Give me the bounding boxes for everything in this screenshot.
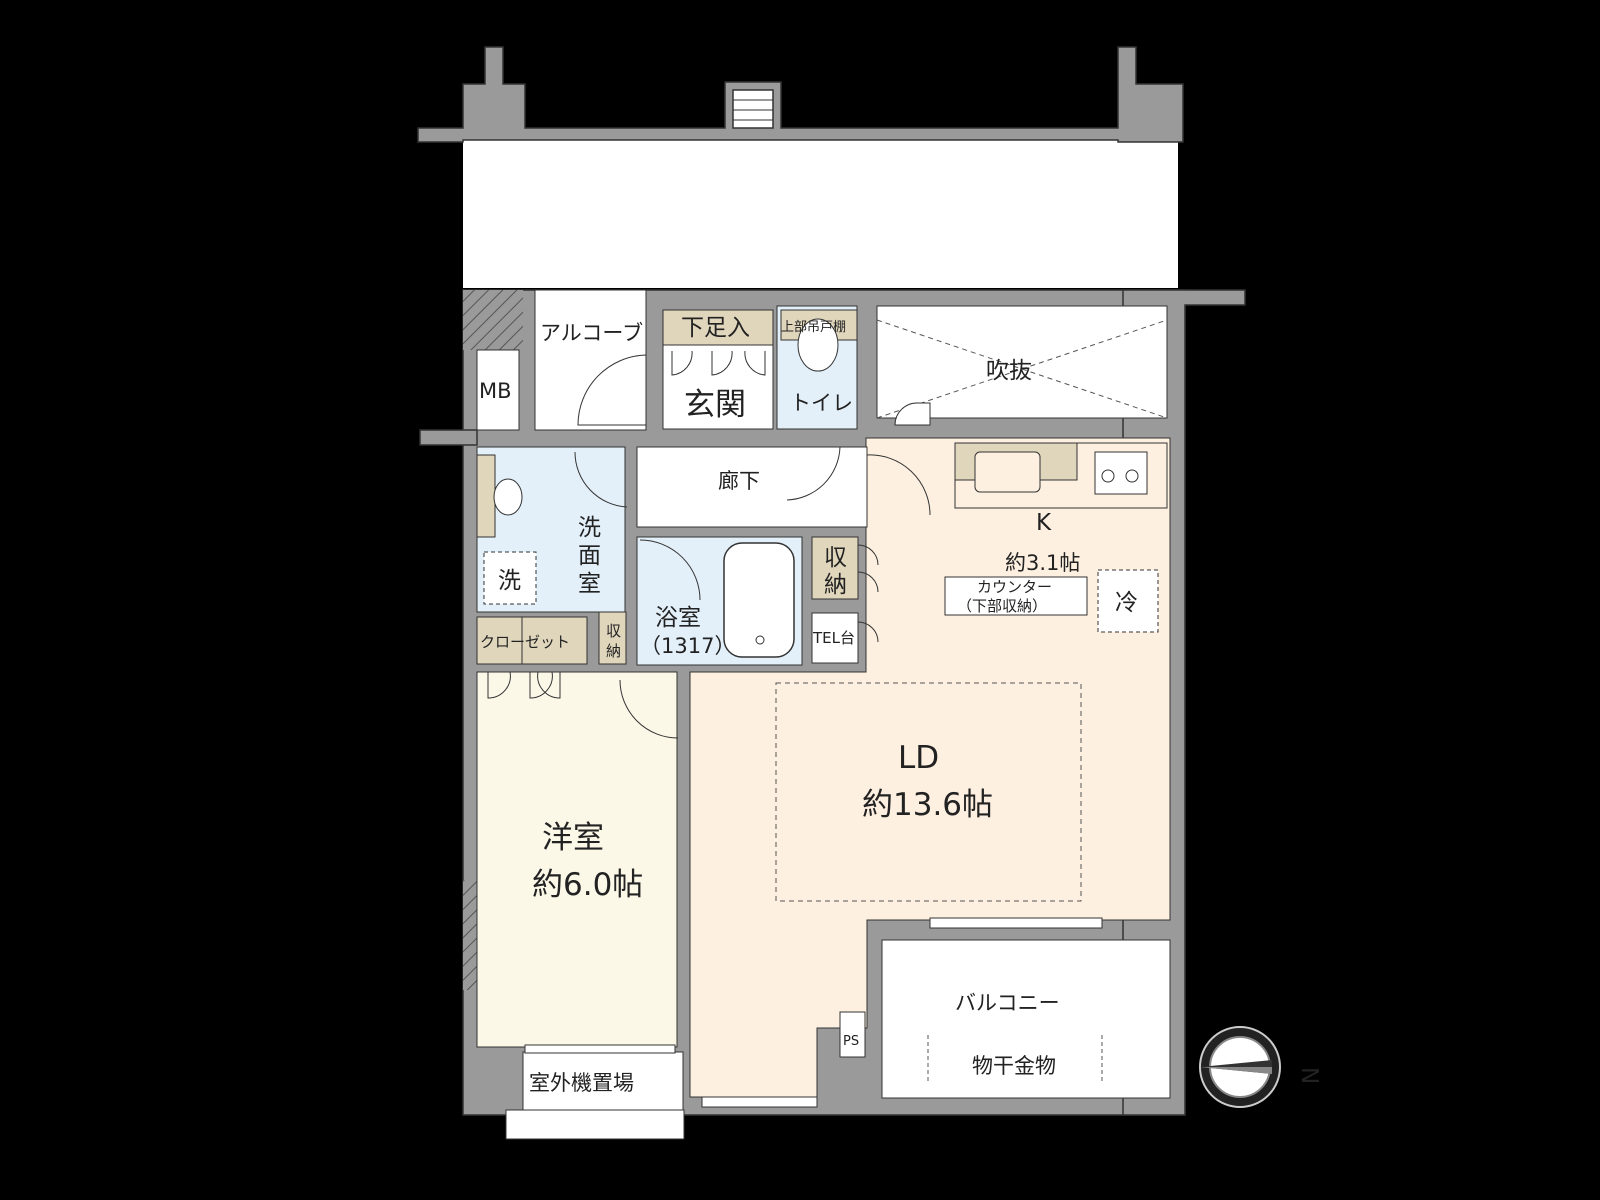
outdoor-unit-area [522, 1051, 684, 1111]
kitchen-counter [954, 442, 1168, 509]
toilet-icon [797, 318, 839, 372]
label-kitchen: K [1036, 510, 1052, 536]
label-sentaku: 洗 [498, 568, 521, 594]
door-fukinuke [894, 402, 931, 426]
label-counter-sub: （下部収納） [957, 597, 1047, 615]
label-counter: カウンター [977, 578, 1052, 596]
door-ld [866, 454, 931, 516]
compass-icon [1199, 1026, 1281, 1108]
label-geta: 下足入 [681, 315, 750, 341]
label-hoshi: 物干金物 [972, 1054, 1056, 1078]
label-storage-1: 収 [824, 545, 847, 571]
counter-box [944, 576, 1088, 616]
entrance-wall-left [419, 429, 478, 446]
hall-storage [811, 536, 859, 600]
label-ps: PS [843, 1034, 859, 1049]
mb-box [476, 349, 520, 431]
label-storage-2: 納 [824, 572, 847, 598]
genkan-area [662, 344, 774, 430]
sink-vanity [476, 454, 496, 538]
label-alcove: アルコーブ [540, 321, 643, 345]
door-wash [574, 451, 628, 508]
door-rouka [786, 446, 841, 501]
bedroom-area [476, 671, 678, 1048]
label-tel: TEL台 [812, 629, 855, 647]
door-alcove [577, 354, 647, 426]
label-kitchen-area: 約3.1帖 [1005, 551, 1080, 575]
label-yoshitsu: 洋室 [542, 820, 604, 856]
door-bath [639, 539, 701, 601]
label-ld-area: 約13.6帖 [862, 787, 993, 823]
label-mb: MB [479, 379, 512, 403]
balcony-area [881, 939, 1171, 1099]
closet-box [476, 616, 588, 665]
label-senmen-2: 面 [578, 543, 601, 569]
label-balcony: バルコニー [955, 991, 1060, 1015]
label-yoshitsu-area: 約6.0帖 [532, 867, 643, 903]
washing-machine-box [483, 551, 537, 605]
left-hatch-bottom [463, 880, 477, 990]
label-toilet: トイレ [790, 391, 853, 415]
label-fukinuke: 吹抜 [986, 358, 1032, 384]
label-storage-small-1: 収 [606, 622, 621, 640]
label-upper-shelf: 上部吊戸棚 [781, 320, 846, 335]
label-bath-size: （1317） [640, 634, 735, 658]
stove-icon [1094, 451, 1148, 495]
label-bath: 浴室 [655, 605, 701, 631]
label-senmen-3: 室 [578, 571, 601, 597]
label-genkan: 玄関 [684, 387, 746, 423]
left-hatch-top [463, 290, 523, 350]
compass-north-label: N [1296, 1067, 1322, 1084]
ps-box [839, 1011, 866, 1058]
geta-box [662, 309, 774, 346]
label-storage-small-2: 納 [606, 642, 621, 660]
corridor-area [636, 446, 868, 528]
bathtub-icon [723, 542, 795, 658]
fridge-box [1097, 569, 1159, 633]
top-wall [417, 46, 1184, 143]
door-bedroom [619, 679, 679, 739]
shaft-box [732, 89, 774, 129]
fukinuke-area [876, 305, 1168, 419]
label-senmen-1: 洗 [578, 515, 601, 541]
label-outdoor-unit: 室外機置場 [529, 1071, 634, 1095]
label-fridge: 冷 [1115, 590, 1138, 616]
kitchen-sink-icon [974, 451, 1041, 493]
tel-box [811, 612, 859, 664]
upper-corridor [463, 140, 1178, 288]
ld-dashed-area [775, 682, 1082, 902]
label-rouka: 廊下 [718, 469, 760, 493]
small-storage [598, 611, 627, 665]
label-closet: クローゼット [480, 633, 570, 651]
label-ld: LD [898, 740, 939, 776]
